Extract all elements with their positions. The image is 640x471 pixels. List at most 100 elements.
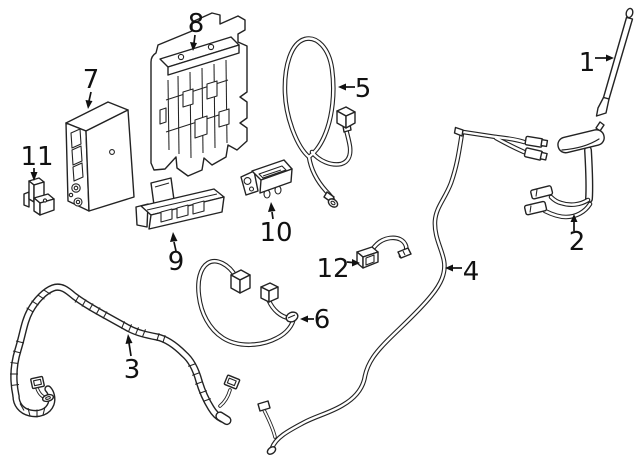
rib bbox=[27, 407, 31, 417]
rib bbox=[189, 71, 192, 159]
harness-end-paddle bbox=[215, 411, 232, 426]
callout-4-arrow-head bbox=[445, 264, 453, 272]
cable-main-run-inner bbox=[270, 131, 464, 450]
callout-3-arrow-line bbox=[128, 342, 132, 357]
antenna-mast bbox=[595, 7, 634, 117]
lower-bracket bbox=[135, 177, 225, 230]
callout-12-arrow-line bbox=[346, 261, 353, 264]
cable-with-loop bbox=[282, 36, 356, 208]
callout-11[interactable]: 11 bbox=[20, 142, 54, 181]
antenna-cable bbox=[257, 126, 549, 455]
detail-line bbox=[529, 205, 532, 213]
detail-line bbox=[154, 182, 170, 188]
callout-4[interactable]: 4 bbox=[445, 257, 479, 287]
rib bbox=[12, 350, 22, 354]
callout-7-arrow-head bbox=[85, 100, 93, 109]
clip-box-slot bbox=[365, 254, 375, 266]
small-mounting-clip bbox=[23, 177, 55, 216]
rib bbox=[177, 75, 180, 155]
callout-7-arrow-line bbox=[88, 91, 92, 102]
detail-line bbox=[535, 189, 538, 197]
callout-5[interactable]: 5 bbox=[338, 74, 371, 104]
rib bbox=[43, 289, 51, 295]
callout-3-arrow-head bbox=[125, 334, 133, 344]
callout-12[interactable]: 12 bbox=[316, 254, 360, 284]
callout-10[interactable]: 10 bbox=[259, 202, 293, 248]
cable-end-ferrule bbox=[266, 446, 277, 455]
rib bbox=[31, 300, 39, 306]
rib bbox=[19, 403, 25, 411]
callout-1[interactable]: 1 bbox=[579, 48, 614, 78]
coax-jack-pin bbox=[73, 185, 79, 191]
corrugation-ribs bbox=[10, 289, 211, 418]
cable-stub-inner bbox=[263, 409, 276, 438]
rib bbox=[162, 335, 166, 343]
cube-connector-side bbox=[239, 274, 251, 294]
ring-terminal-hole bbox=[330, 200, 336, 206]
branch-connector-slot bbox=[226, 377, 237, 387]
rib bbox=[26, 307, 34, 313]
callout-8-arrow-line bbox=[193, 34, 196, 44]
bracket-rail-lip bbox=[167, 44, 240, 76]
callout-6-arrow-head bbox=[300, 315, 308, 323]
rib bbox=[188, 363, 196, 367]
detail-line bbox=[262, 169, 282, 177]
callout-12-number: 12 bbox=[316, 254, 349, 284]
rib bbox=[15, 340, 25, 344]
cable-main-run bbox=[269, 130, 465, 451]
module-front-face bbox=[85, 109, 135, 212]
cable-top-run-inner bbox=[461, 130, 498, 139]
callout-11-arrow-head bbox=[30, 172, 38, 181]
callout-5-number: 5 bbox=[355, 74, 372, 104]
callout-8-arrow-head bbox=[190, 42, 197, 51]
coax-jack-pin bbox=[75, 199, 81, 205]
case-dimple bbox=[109, 149, 115, 155]
body-wiring-harness bbox=[10, 283, 241, 426]
communication-module bbox=[65, 101, 135, 212]
branch-connector-slot bbox=[33, 378, 42, 387]
rib bbox=[10, 383, 20, 387]
rib bbox=[121, 321, 125, 329]
rib bbox=[42, 406, 46, 416]
callout-3[interactable]: 3 bbox=[124, 334, 141, 385]
lead-cable-inner bbox=[543, 202, 592, 219]
module-mounting-bracket bbox=[150, 12, 248, 177]
rib bbox=[195, 381, 203, 385]
bracket-slot bbox=[194, 115, 208, 139]
rib bbox=[88, 303, 94, 311]
callout-9-arrow-head bbox=[170, 232, 178, 242]
rib bbox=[74, 295, 80, 303]
connector-slot bbox=[70, 128, 82, 149]
callout-7[interactable]: 7 bbox=[83, 65, 100, 109]
bracket-slot bbox=[218, 108, 230, 128]
bracket-slot bbox=[160, 208, 173, 223]
cube-connector-side bbox=[268, 286, 279, 303]
callout-8[interactable]: 8 bbox=[188, 9, 205, 51]
callout-9-arrow-line bbox=[173, 241, 177, 252]
clip-upper-front bbox=[28, 180, 35, 203]
cable-branch-inner bbox=[494, 136, 526, 154]
callout-10-arrow-line bbox=[271, 211, 274, 220]
stub-connector bbox=[257, 400, 271, 412]
rib bbox=[135, 327, 139, 335]
loop-end-eyelet bbox=[285, 311, 299, 323]
callout-2-arrow-head bbox=[570, 214, 578, 222]
cable-branch-inner bbox=[494, 135, 526, 144]
callout-9[interactable]: 9 bbox=[168, 232, 185, 277]
callout-6-number: 6 bbox=[314, 305, 331, 335]
rib bbox=[10, 361, 19, 365]
clip-lower-side bbox=[39, 198, 55, 216]
callout-8-number: 8 bbox=[188, 9, 205, 39]
callout-10-number: 10 bbox=[259, 218, 292, 248]
harness-tube-inner bbox=[11, 284, 225, 422]
rib bbox=[165, 79, 229, 101]
rib bbox=[142, 329, 146, 337]
callout-2[interactable]: 2 bbox=[569, 214, 586, 257]
callout-6[interactable]: 6 bbox=[300, 305, 330, 335]
callout-9-number: 9 bbox=[168, 247, 185, 277]
callout-11-number: 11 bbox=[20, 142, 53, 172]
fin-seam-line bbox=[561, 138, 600, 151]
callout-12-arrow-head bbox=[352, 259, 360, 267]
retainer-clip bbox=[356, 235, 412, 269]
antenna-base-assembly bbox=[523, 121, 605, 220]
